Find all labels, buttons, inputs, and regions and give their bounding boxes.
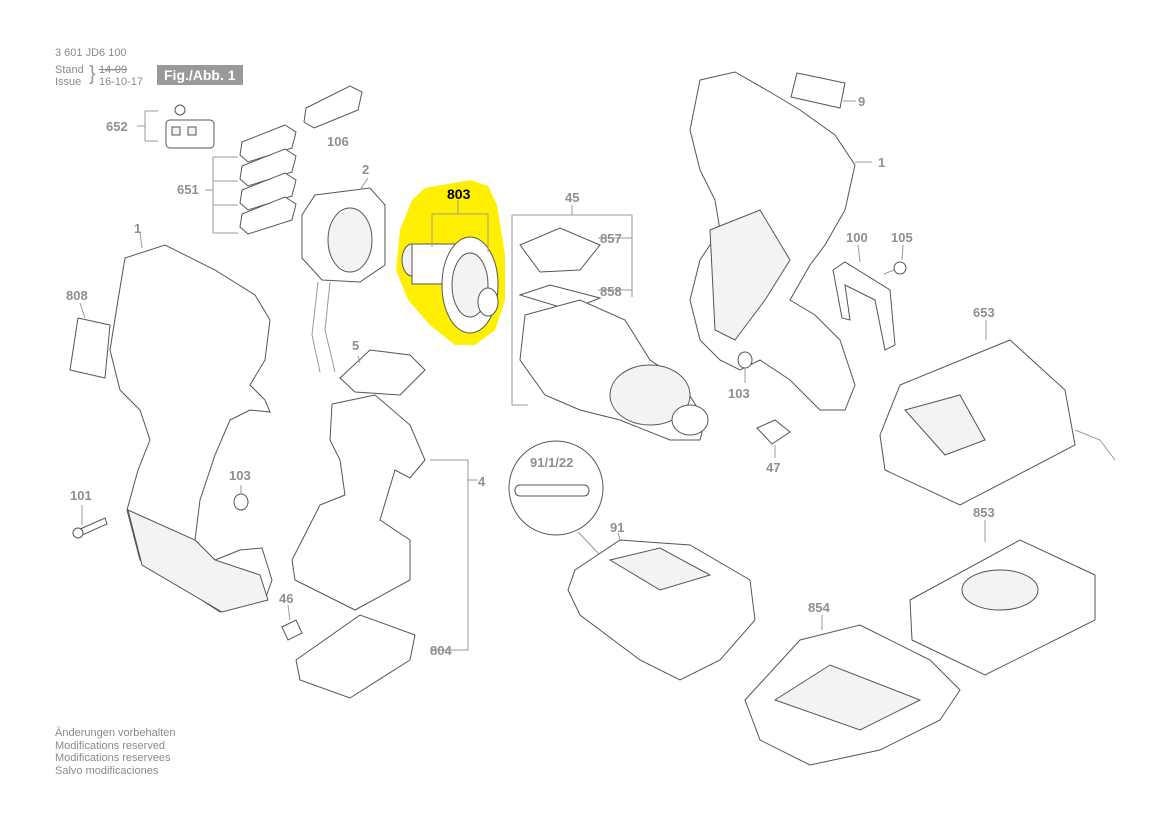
label-858: 858 [600,284,622,299]
part-1-housing-left [109,231,273,613]
stand-label: Stand [55,64,84,76]
part-47 [756,419,791,458]
label-857: 857 [600,231,622,246]
label-45: 45 [565,190,579,205]
label-47: 47 [766,460,780,475]
part-9-label-strip [790,72,856,109]
part-91-1-22-callout [508,440,604,556]
part-103-nut-right [737,351,753,383]
footer-notes: Änderungen vorbehalten Modifications res… [55,727,175,777]
label-1-left: 1 [134,221,141,236]
label-105: 105 [891,230,913,245]
note-fr: Modifications reservees [55,752,171,764]
label-91: 91 [610,520,624,535]
label-651: 651 [177,182,199,197]
note-en: Modifications reserved [55,739,166,752]
part-101-screw [72,505,108,539]
part-4-switch [291,394,478,651]
part-808-label [69,302,111,379]
label-9: 9 [858,94,865,109]
label-91-1-22: 91/1/22 [530,455,573,470]
new-issue-date: 16-10-17 [99,76,144,88]
label-101: 101 [70,488,92,503]
label-100: 100 [846,230,868,245]
label-106: 106 [327,134,349,149]
issue-label: Issue [55,76,82,88]
part-103-nut-left [233,485,249,511]
label-653: 653 [973,305,995,320]
part-803-armature [401,200,499,334]
label-1-right: 1 [878,155,885,170]
document-number: 3 601 JD6 100 [55,47,127,59]
label-804: 804 [430,643,452,658]
part-853-wireless-charger [909,520,1096,676]
part-653-charger [879,320,1116,506]
label-803: 803 [447,186,471,202]
figure-badge: Fig./Abb. 1 [157,65,243,85]
label-808: 808 [66,288,88,303]
part-45-gearbox [511,205,709,441]
part-5-selector [339,349,426,396]
label-853: 853 [973,505,995,520]
part-2-stator [301,177,386,373]
part-651-clips [205,124,297,235]
part-46-spring [281,604,303,641]
part-854-frame [744,615,961,766]
label-5: 5 [352,338,359,353]
label-103-right: 103 [728,386,750,401]
label-854: 854 [808,600,830,615]
part-91-battery [567,532,756,681]
note-es: Salvo modificaciones [55,764,159,777]
part-804-plate [295,614,416,699]
label-46: 46 [279,591,293,606]
label-652: 652 [106,119,128,134]
part-106 [303,85,363,129]
old-issue-date: 14-09 [99,64,128,76]
part-652 [137,104,215,149]
label-103-left: 103 [229,468,251,483]
label-4: 4 [478,474,486,489]
label-2: 2 [362,162,369,177]
part-1-housing-right [689,71,872,411]
part-100-clip [832,244,896,351]
part-105-screw [883,244,907,275]
bracket-glyph: } [89,63,96,85]
note-de: Änderungen vorbehalten [55,727,176,739]
